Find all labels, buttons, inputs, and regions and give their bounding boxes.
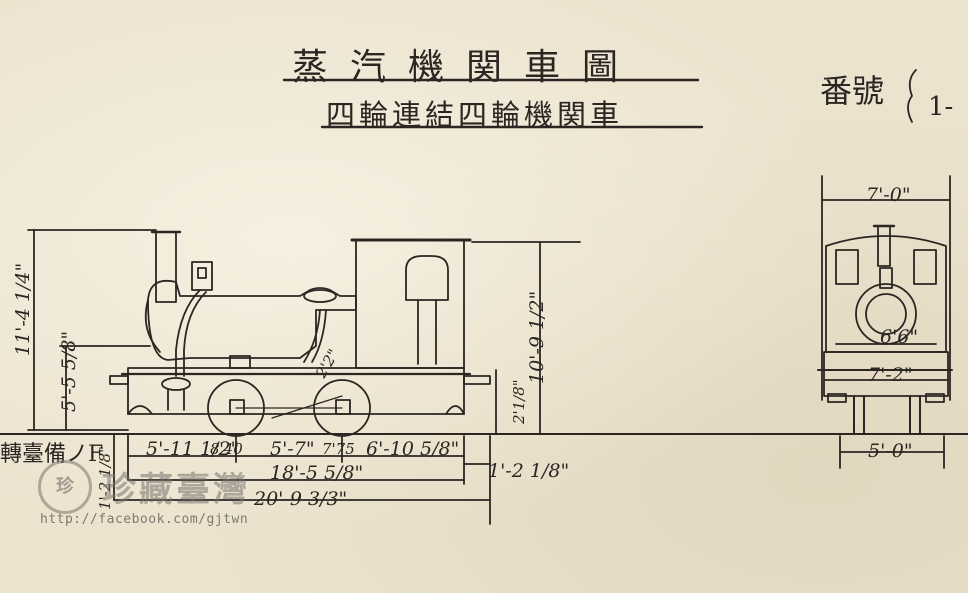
number-value: 1- (928, 92, 954, 122)
cylinder (161, 377, 191, 391)
frame (127, 367, 465, 415)
dim-front-width-mid: 7'-2" (868, 364, 913, 386)
drawing-subtitle: 四輪連結四輪機関車 (326, 98, 624, 132)
dim-front-inner: 6'6" (880, 326, 919, 348)
watermark-name: 珍藏臺灣 (102, 470, 250, 510)
dim-frame-length: 18'-5 5/8" (270, 462, 364, 484)
front-window-left (835, 249, 859, 285)
dim-rear-overhang: 6'-10 5/8" (366, 438, 460, 460)
dim-wheel-gap: 8'40 (210, 440, 243, 458)
dim-overall-height: 11'-4 1/4" (12, 262, 34, 356)
drawing-title: 蒸汽機関車圖 (292, 47, 641, 88)
dim-wheelbase: 5'-7" (270, 438, 315, 460)
dim-wheel-offset: 5'-11 1/2" (146, 438, 240, 460)
dim-rear-buffer: 1'-2 1/8" (488, 460, 570, 482)
safety-valve (303, 289, 337, 303)
cab-window (405, 255, 449, 301)
dim-axle-gap: 7'75 (322, 440, 355, 458)
dim-front-width-top: 7'-0" (866, 184, 911, 206)
number-bracket (907, 69, 917, 123)
chimney (155, 231, 177, 303)
dome (191, 261, 213, 291)
front-cab (825, 235, 947, 353)
number-label: 番號 (820, 72, 885, 110)
boiler (147, 279, 357, 361)
dim-front-gauge: 5'-0" (868, 440, 913, 462)
front-chimney (877, 225, 891, 267)
front-window-right (913, 249, 937, 285)
watermark-badge: 珍 (38, 460, 92, 514)
rear-buffer (463, 375, 491, 385)
watermark-url: http://facebook.com/gjtwn (40, 512, 249, 527)
dim-overall-length: 20'-9 3/3" (254, 488, 348, 510)
front-frame (823, 351, 949, 397)
dim-frame-height: 2'1/8" (510, 379, 528, 424)
front-buffer (109, 375, 129, 385)
dim-buffer-height: 5'-5 5/8" (58, 330, 80, 412)
dim-cab-height: 10'-9 1/2" (526, 290, 548, 384)
